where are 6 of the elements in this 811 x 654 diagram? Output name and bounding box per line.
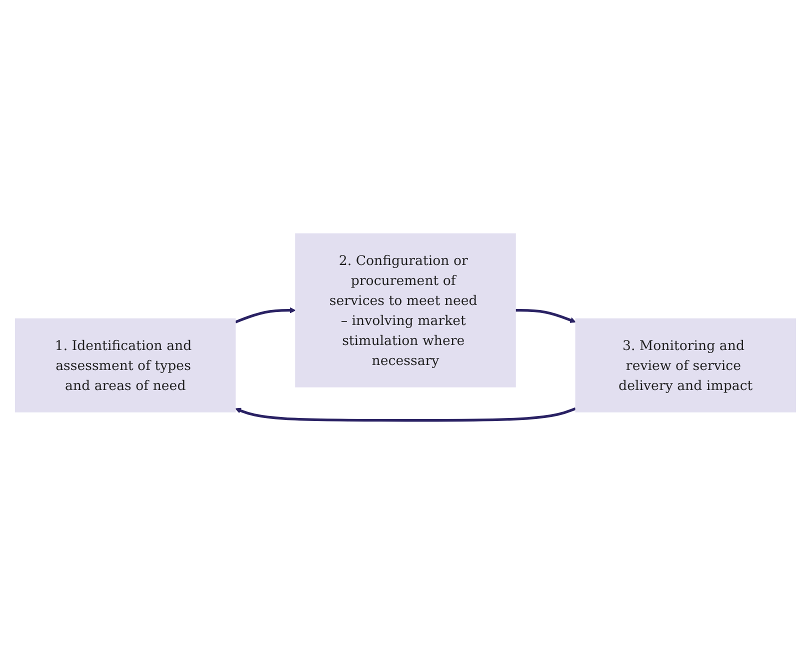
arrow bbox=[235, 407, 576, 422]
arrow bbox=[516, 309, 576, 323]
arrow bbox=[234, 307, 296, 324]
node-box: 1. Identification and assessment of types and areas of need bbox=[15, 318, 236, 412]
node-box: 2. Configuration or procurement of services to meet need – involving market stimulation where necessary bbox=[295, 233, 516, 388]
node-box: 3. Monitoring and review of service delivery and impact bbox=[575, 318, 796, 412]
